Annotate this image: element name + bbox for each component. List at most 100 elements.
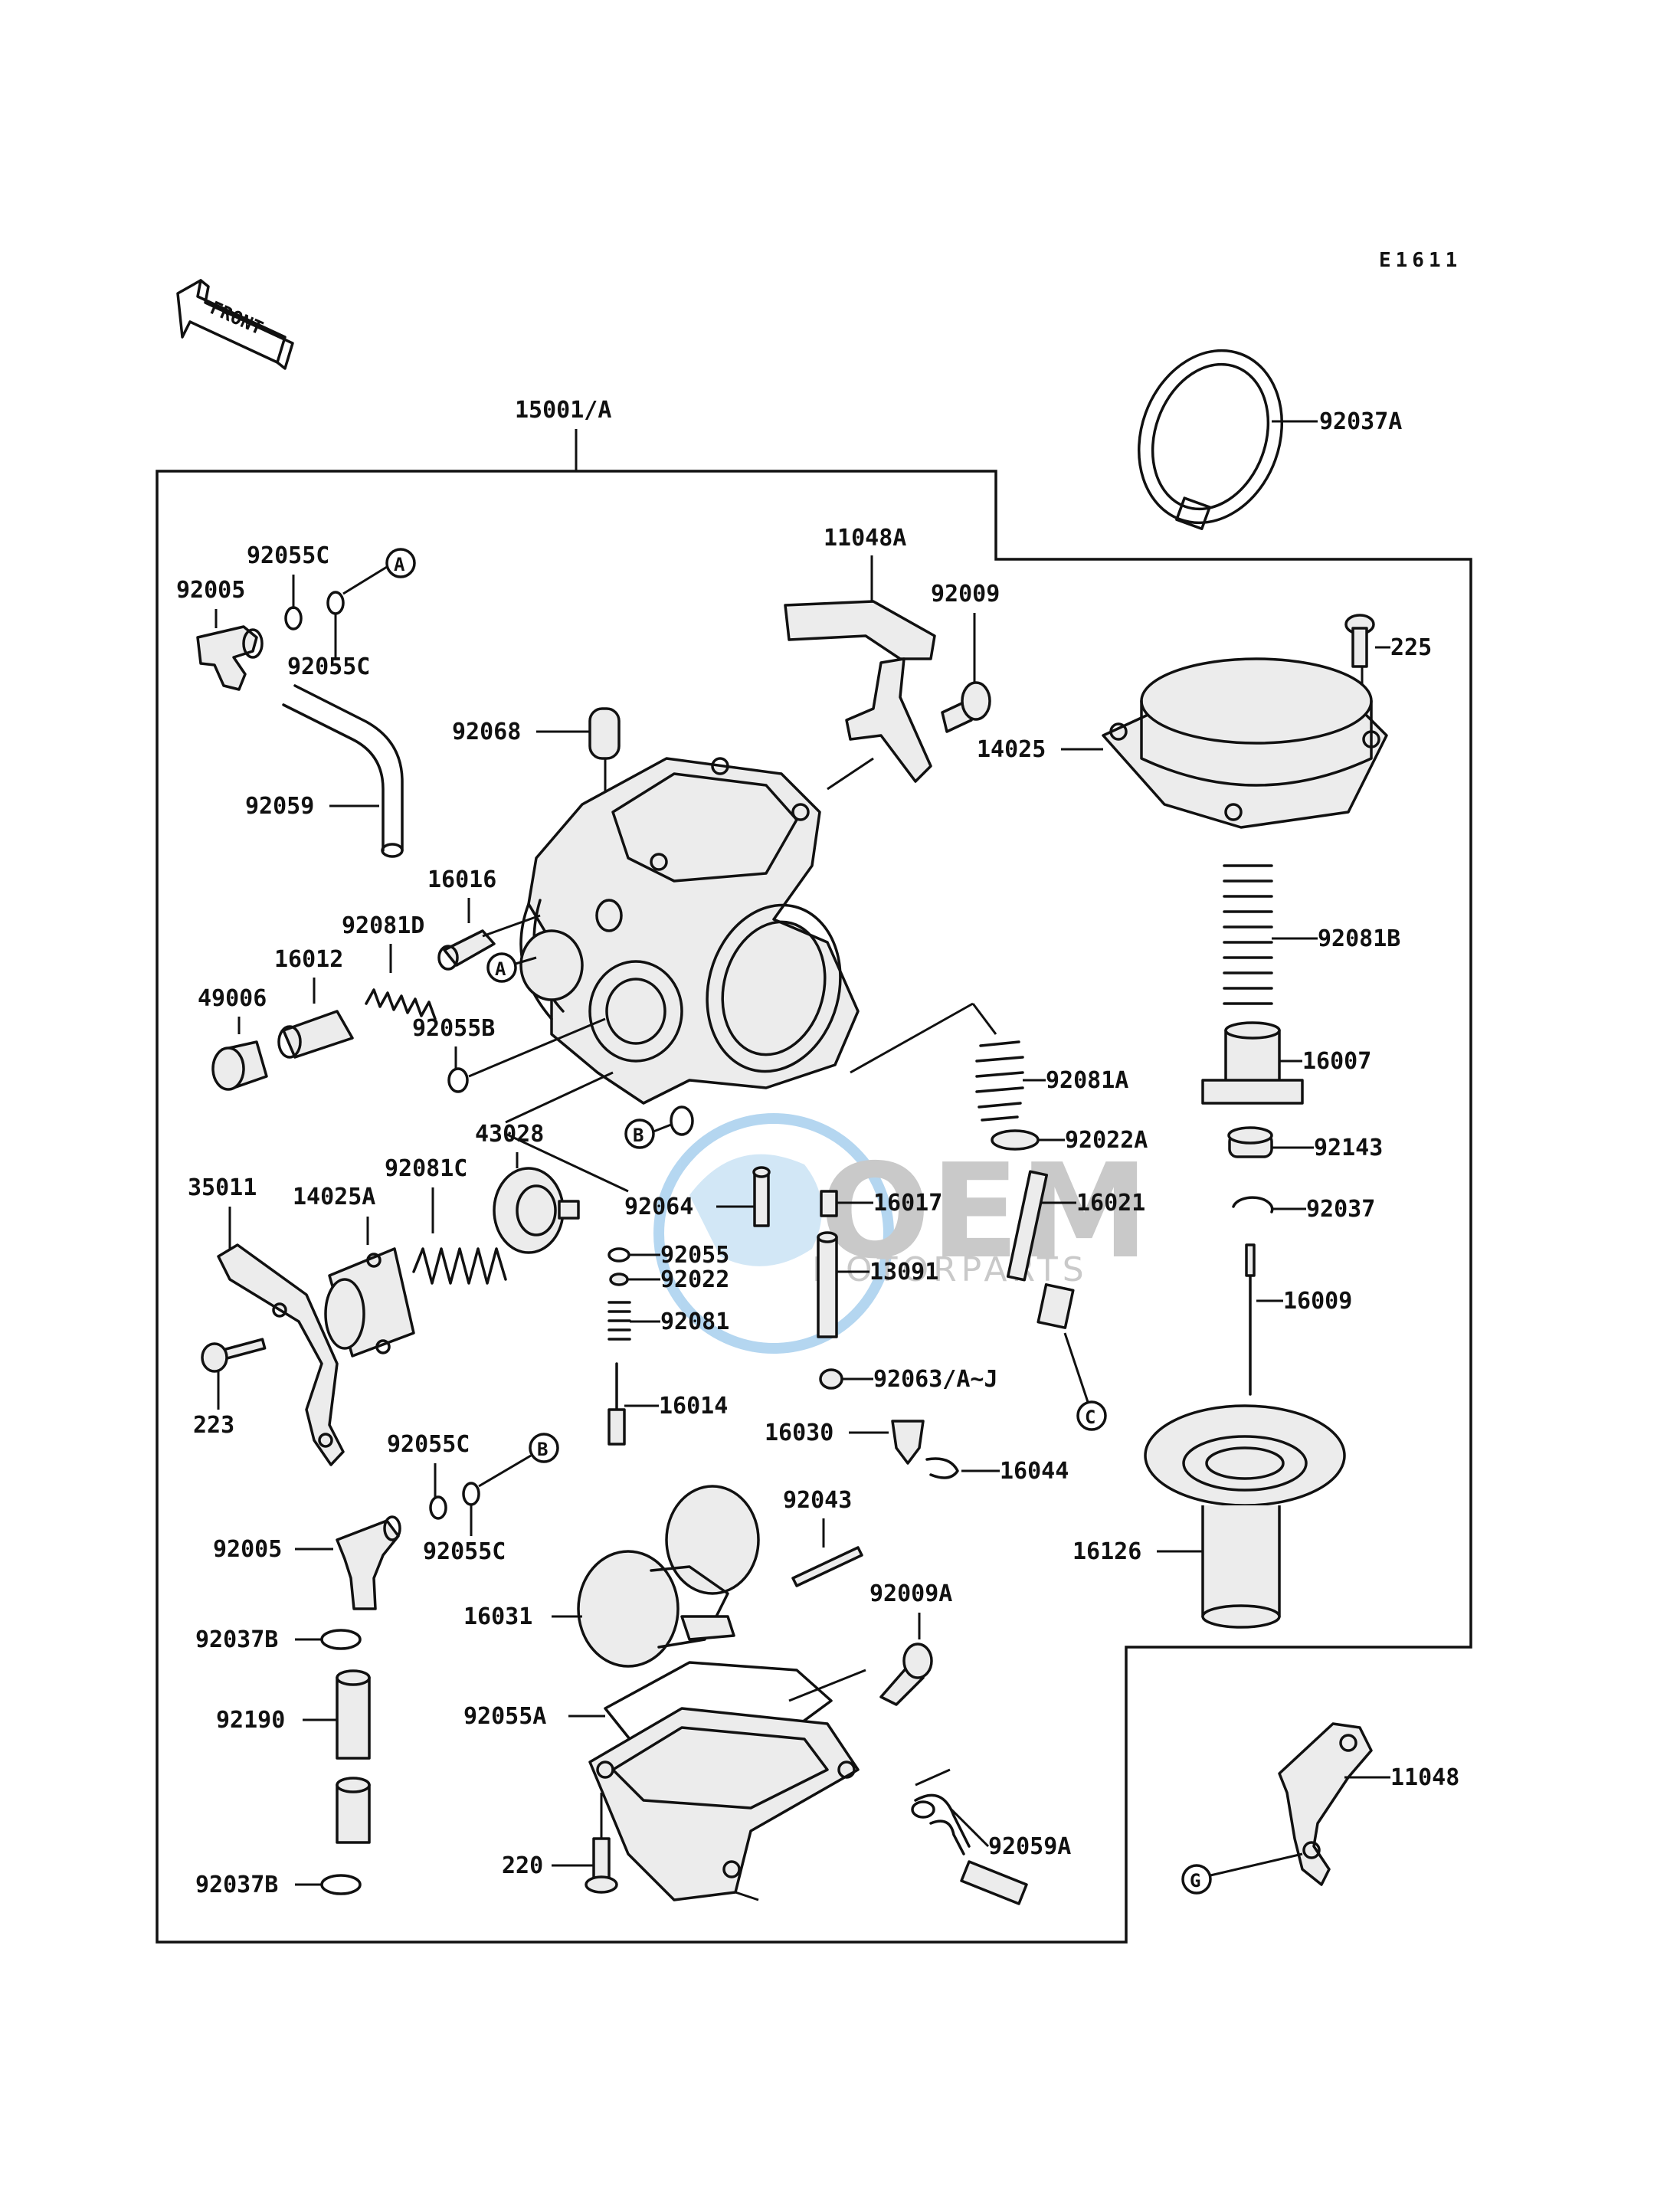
label-92022: 92022 — [660, 1266, 729, 1293]
label-92055: 92055 — [660, 1242, 729, 1269]
label-92081A: 92081A — [1046, 1067, 1128, 1094]
label-16012: 16012 — [274, 946, 343, 973]
label-92005-1: 92005 — [176, 577, 245, 604]
label-16007: 16007 — [1302, 1048, 1371, 1075]
label-16009: 16009 — [1283, 1288, 1352, 1315]
pin-92043-part — [791, 1546, 863, 1587]
screw-92064-part — [752, 1166, 771, 1227]
diagram-code: E1611 — [1379, 249, 1462, 272]
label-16126: 16126 — [1073, 1538, 1141, 1565]
screw-part — [941, 681, 991, 733]
piston-16126-part — [1144, 1404, 1346, 1629]
clamp-ring-part — [1137, 349, 1284, 531]
label-92190: 92190 — [216, 1707, 285, 1734]
hose-92190-part — [336, 1669, 371, 1844]
label-92055C-3: 92055C — [387, 1431, 470, 1458]
label-11048A: 11048A — [824, 525, 906, 552]
watermark-sub: MOTORPARTS — [812, 1250, 1089, 1289]
washer-92022A-part — [991, 1129, 1040, 1151]
label-16030: 16030 — [765, 1420, 833, 1446]
screw-92009A-part — [879, 1643, 933, 1706]
link-line — [850, 1002, 974, 1074]
jet-16017-part — [820, 1190, 838, 1217]
spring-92081-part — [607, 1301, 631, 1341]
clamp-92037B-part — [320, 1874, 362, 1895]
label-225: 225 — [1390, 634, 1432, 661]
assembly-label: 15001/A — [515, 397, 611, 424]
ref-b-callout-low — [529, 1433, 559, 1463]
screw-223-part — [201, 1338, 267, 1373]
label-13091: 13091 — [869, 1259, 938, 1286]
bracket-35011-part — [217, 1243, 345, 1466]
ref-b-callout-mid — [624, 1119, 655, 1149]
bracket-part — [784, 600, 936, 783]
label-92059: 92059 — [245, 793, 314, 820]
label-92055C-4: 92055C — [423, 1538, 506, 1565]
hose-part — [282, 684, 404, 858]
label-92055C-2: 92055C — [287, 653, 370, 680]
label-35011: 35011 — [188, 1174, 257, 1201]
ref-a-callout-top — [385, 548, 416, 578]
label-16031: 16031 — [463, 1603, 532, 1630]
label-16044: 16044 — [1000, 1458, 1069, 1485]
float-bowl-part — [588, 1661, 860, 1901]
label-92043: 92043 — [783, 1487, 852, 1514]
label-92037B-1: 92037B — [195, 1626, 278, 1653]
label-92022A: 92022A — [1065, 1127, 1148, 1154]
label-92037B-2: 92037B — [195, 1872, 278, 1898]
ref-a-callout-mid — [486, 952, 517, 983]
o-ring-part — [326, 591, 345, 615]
label-92055B: 92055B — [412, 1015, 495, 1042]
label-92037A: 92037A — [1319, 408, 1402, 435]
spring-92081C-part — [412, 1247, 507, 1285]
label-16021: 16021 — [1076, 1190, 1145, 1217]
label-14025: 14025 — [977, 736, 1046, 763]
label-92037: 92037 — [1306, 1196, 1375, 1223]
label-92081: 92081 — [660, 1308, 729, 1335]
screw-16021-part — [1006, 1170, 1075, 1329]
screw-16012-part — [277, 1010, 354, 1059]
hose-92059A-part — [911, 1793, 1028, 1905]
label-92063: 92063/A~J — [873, 1366, 998, 1393]
ref-a-top: A — [394, 554, 405, 575]
bracket-11048-part — [1278, 1722, 1373, 1886]
label-92081B: 92081B — [1318, 925, 1400, 952]
watermark: OEM MOTORPARTS — [653, 1113, 1149, 1354]
ref-c-callout — [1076, 1400, 1107, 1431]
label-16017: 16017 — [873, 1190, 942, 1217]
screw-225-part — [1344, 614, 1375, 668]
o-ring-92055-part — [607, 1247, 630, 1263]
screw-16014-part — [607, 1362, 626, 1446]
elbow-fitting-part — [196, 625, 264, 691]
top-cover-part — [1102, 657, 1388, 829]
watermark-brand: OEM — [820, 1136, 1149, 1288]
diaphragm-43028-part — [493, 1167, 580, 1254]
ref-b-low: B — [537, 1439, 548, 1460]
label-223: 223 — [193, 1412, 234, 1439]
label-92081C: 92081C — [385, 1155, 467, 1182]
washer-92022-part — [609, 1272, 629, 1286]
label-92143: 92143 — [1314, 1135, 1383, 1161]
jet-16016-part — [437, 929, 496, 971]
label-92064: 92064 — [624, 1194, 693, 1220]
ref-a-mid: A — [495, 958, 506, 980]
spring-92081A-part — [975, 1040, 1024, 1122]
label-220: 220 — [502, 1852, 543, 1879]
label-92009A: 92009A — [869, 1580, 952, 1607]
ref-g-callout — [1181, 1864, 1212, 1895]
label-43028: 43028 — [475, 1121, 544, 1148]
label-14025A: 14025A — [293, 1184, 375, 1210]
label-49006: 49006 — [198, 985, 267, 1012]
washer-92143-part — [1227, 1126, 1273, 1158]
elbow-fitting-lower-part — [336, 1515, 401, 1610]
label-92055A: 92055A — [463, 1703, 546, 1730]
o-ring-92055B-part — [447, 1067, 469, 1093]
label-92081D: 92081D — [342, 912, 424, 939]
clip-92037-part — [1232, 1196, 1274, 1213]
holder-16007-part — [1201, 1021, 1304, 1105]
float-16031-part — [577, 1485, 760, 1668]
carburetor-body-part — [519, 757, 860, 1105]
label-16016: 16016 — [427, 866, 496, 893]
